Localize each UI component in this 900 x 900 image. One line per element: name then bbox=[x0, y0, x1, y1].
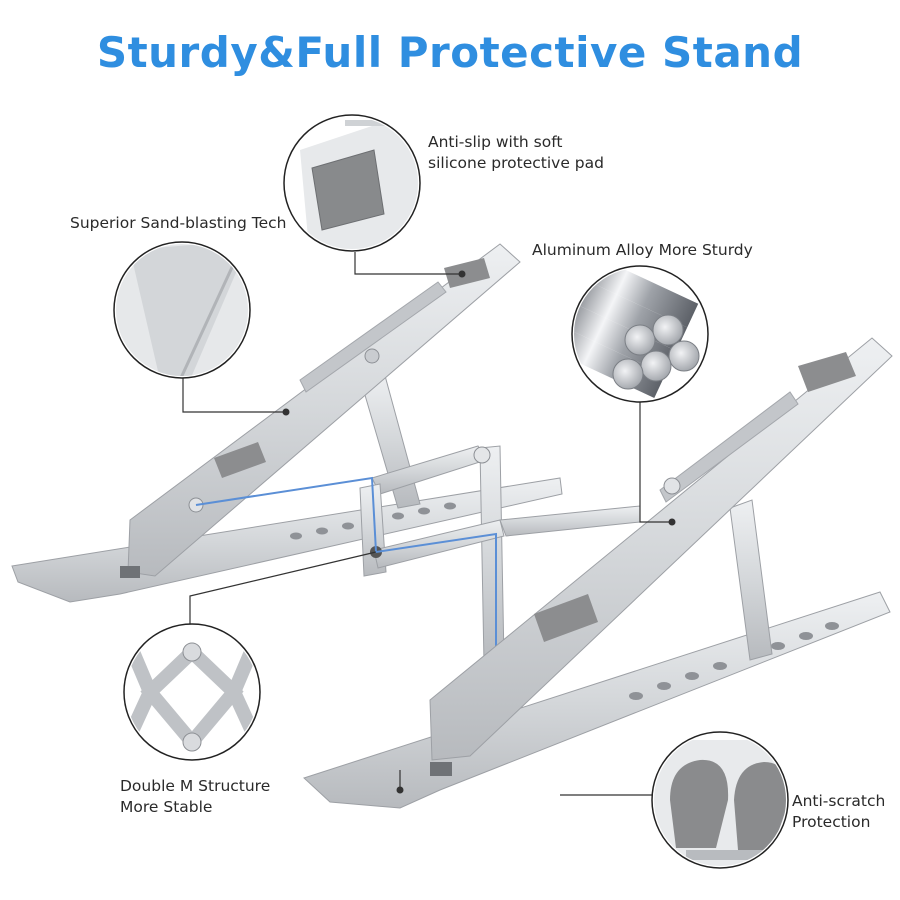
anti-scratch-label: Anti-scratch Protection bbox=[792, 792, 886, 831]
anti-slip-label: Anti-slip with soft silicone protective … bbox=[428, 133, 604, 172]
double-m-label: Double M Structure More Stable bbox=[120, 777, 271, 816]
back-stand bbox=[11, 243, 563, 603]
front-support-leg bbox=[729, 499, 773, 661]
anti-scratch-closeup bbox=[651, 731, 789, 869]
aluminum-label: Aluminum Alloy More Sturdy bbox=[532, 241, 753, 259]
back-mid-pad bbox=[214, 442, 266, 478]
front-stand bbox=[303, 337, 893, 809]
back-top-pad bbox=[444, 258, 490, 288]
page-title: Sturdy&Full Protective Stand bbox=[96, 28, 804, 77]
sand-blasting-label: Superior Sand-blasting Tech bbox=[70, 214, 287, 232]
front-top-pad bbox=[798, 352, 856, 392]
double-m-closeup bbox=[123, 623, 261, 761]
front-mid-pad bbox=[534, 594, 598, 642]
sand-blasting-closeup bbox=[113, 241, 251, 379]
anti-slip-closeup bbox=[283, 114, 421, 252]
aluminum-rods-closeup bbox=[571, 265, 709, 403]
front-upper-arm bbox=[429, 337, 893, 761]
